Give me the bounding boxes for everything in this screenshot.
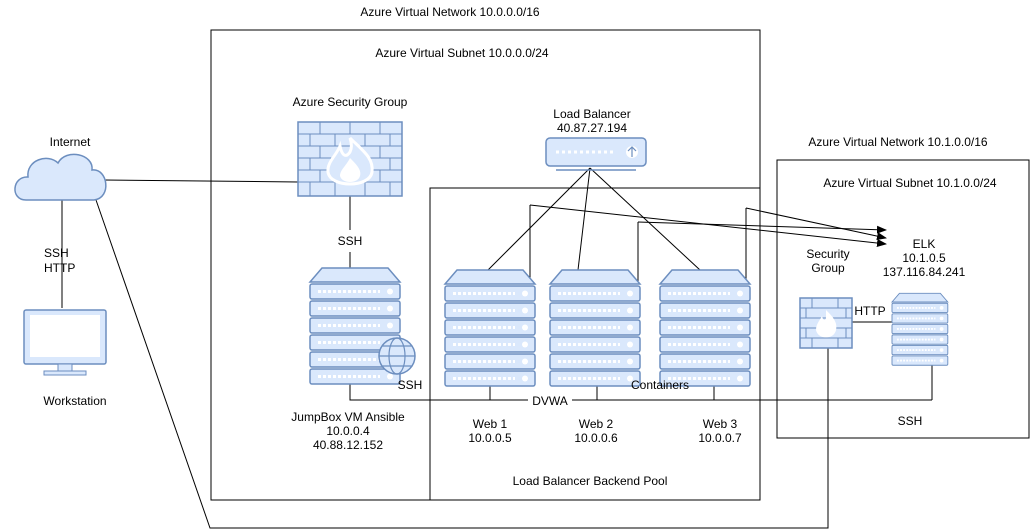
jumpbox-ip1-label: 10.0.0.4 bbox=[326, 424, 370, 438]
globe-icon bbox=[378, 337, 416, 375]
server-icon bbox=[445, 270, 535, 386]
sg2-http-label: HTTP bbox=[854, 304, 885, 318]
internet-label: Internet bbox=[50, 135, 91, 149]
elk-ip1-label: 10.1.0.5 bbox=[902, 251, 946, 265]
elk-name-label: ELK bbox=[913, 237, 936, 251]
subnet2-label: Azure Virtual Subnet 10.1.0.0/24 bbox=[823, 176, 997, 190]
nsg-ssh-label: SSH bbox=[338, 234, 363, 248]
web2-ip-label: 10.0.0.6 bbox=[574, 431, 618, 445]
vnet1-label: Azure Virtual Network 10.0.0.0/16 bbox=[360, 5, 540, 19]
workstation-label: Workstation bbox=[43, 394, 106, 408]
jumpbox-ssh-label: SSH bbox=[398, 378, 423, 392]
sg2-label-line1: Security bbox=[806, 247, 849, 261]
connection-lines bbox=[61, 167, 933, 529]
firewall-icon bbox=[799, 297, 853, 349]
load-balancer-icon bbox=[545, 137, 647, 171]
elk-ssh-label: SSH bbox=[898, 414, 923, 428]
subnet1-label: Azure Virtual Subnet 10.0.0.0/24 bbox=[375, 46, 549, 60]
conn-ssh-label: SSH bbox=[44, 246, 69, 260]
jumpbox-ip2-label: 40.88.12.152 bbox=[313, 438, 383, 452]
server-icon bbox=[660, 270, 750, 386]
web3-ip-label: 10.0.0.7 bbox=[698, 431, 742, 445]
web1-name-label: Web 1 bbox=[473, 417, 508, 431]
server-icon bbox=[892, 293, 948, 365]
web2-name-label: Web 2 bbox=[579, 417, 614, 431]
subnet2-box bbox=[776, 159, 1030, 439]
lb-name-label: Load Balancer bbox=[553, 107, 630, 121]
server-icon bbox=[550, 270, 640, 386]
jumpbox-name-label: JumpBox VM Ansible bbox=[291, 410, 405, 424]
lb-ip-label: 40.87.27.194 bbox=[557, 121, 627, 135]
sg2-label-line2: Group bbox=[811, 261, 845, 275]
web3-name-label: Web 3 bbox=[703, 417, 738, 431]
firewall-icon bbox=[297, 121, 403, 197]
web1-ip-label: 10.0.0.5 bbox=[468, 431, 512, 445]
elk-ip2-label: 137.116.84.241 bbox=[883, 265, 966, 279]
vnet2-label: Azure Virtual Network 10.1.0.0/16 bbox=[808, 135, 988, 149]
dvwa-label: DVWA bbox=[532, 394, 568, 408]
nsg-label: Azure Security Group bbox=[293, 95, 408, 109]
conn-http-label: HTTP bbox=[44, 261, 75, 275]
backend-pool-label: Load Balancer Backend Pool bbox=[513, 474, 668, 488]
backend-pool-box bbox=[429, 187, 761, 501]
containers-label: Containers bbox=[631, 378, 689, 392]
monitor-icon bbox=[23, 309, 107, 376]
cloud-icon bbox=[14, 153, 107, 201]
